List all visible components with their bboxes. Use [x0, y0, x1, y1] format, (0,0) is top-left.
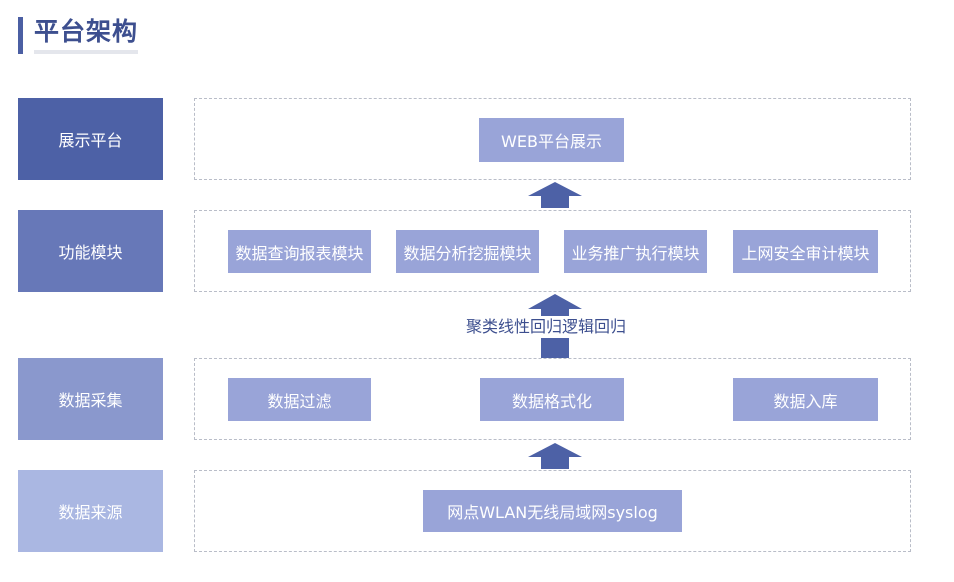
layer-label-collection: 数据采集: [18, 358, 163, 440]
arrow-up-icon: [528, 182, 582, 208]
layer-label-function: 功能模块: [18, 210, 163, 292]
title-accent-bar: [18, 17, 23, 54]
layer-label-collection-text: 数据采集: [58, 391, 123, 410]
module-data-filter: 数据过滤: [228, 378, 371, 421]
layer-box-collection: [194, 358, 911, 440]
arrow-up-icon: [528, 443, 582, 469]
module-data-storage: 数据入库: [733, 378, 878, 421]
module-business-promotion: 业务推广执行模块: [564, 230, 707, 273]
module-data-analysis-mining: 数据分析挖掘模块: [396, 230, 539, 273]
layer-box-source: [194, 470, 911, 552]
title-underline: [34, 50, 138, 54]
layer-box-display: [194, 98, 911, 180]
layer-label-display-text: 展示平台: [58, 131, 123, 150]
layer-box-function: [194, 210, 911, 292]
module-web-display: WEB平台展示: [479, 118, 624, 162]
algorithm-label: 聚类线性回归逻辑回归: [464, 316, 629, 338]
layer-label-source: 数据来源: [18, 470, 163, 552]
module-internet-security-audit: 上网安全审计模块: [733, 230, 878, 273]
layer-label-display: 展示平台: [18, 98, 163, 180]
page-title: 平台架构: [34, 17, 139, 46]
layer-label-source-text: 数据来源: [58, 503, 123, 522]
module-data-query-report: 数据查询报表模块: [228, 230, 371, 273]
module-wlan-syslog: 网点WLAN无线局域网syslog: [423, 490, 682, 532]
layer-label-function-text: 功能模块: [58, 243, 123, 262]
module-data-formatting: 数据格式化: [480, 378, 624, 421]
